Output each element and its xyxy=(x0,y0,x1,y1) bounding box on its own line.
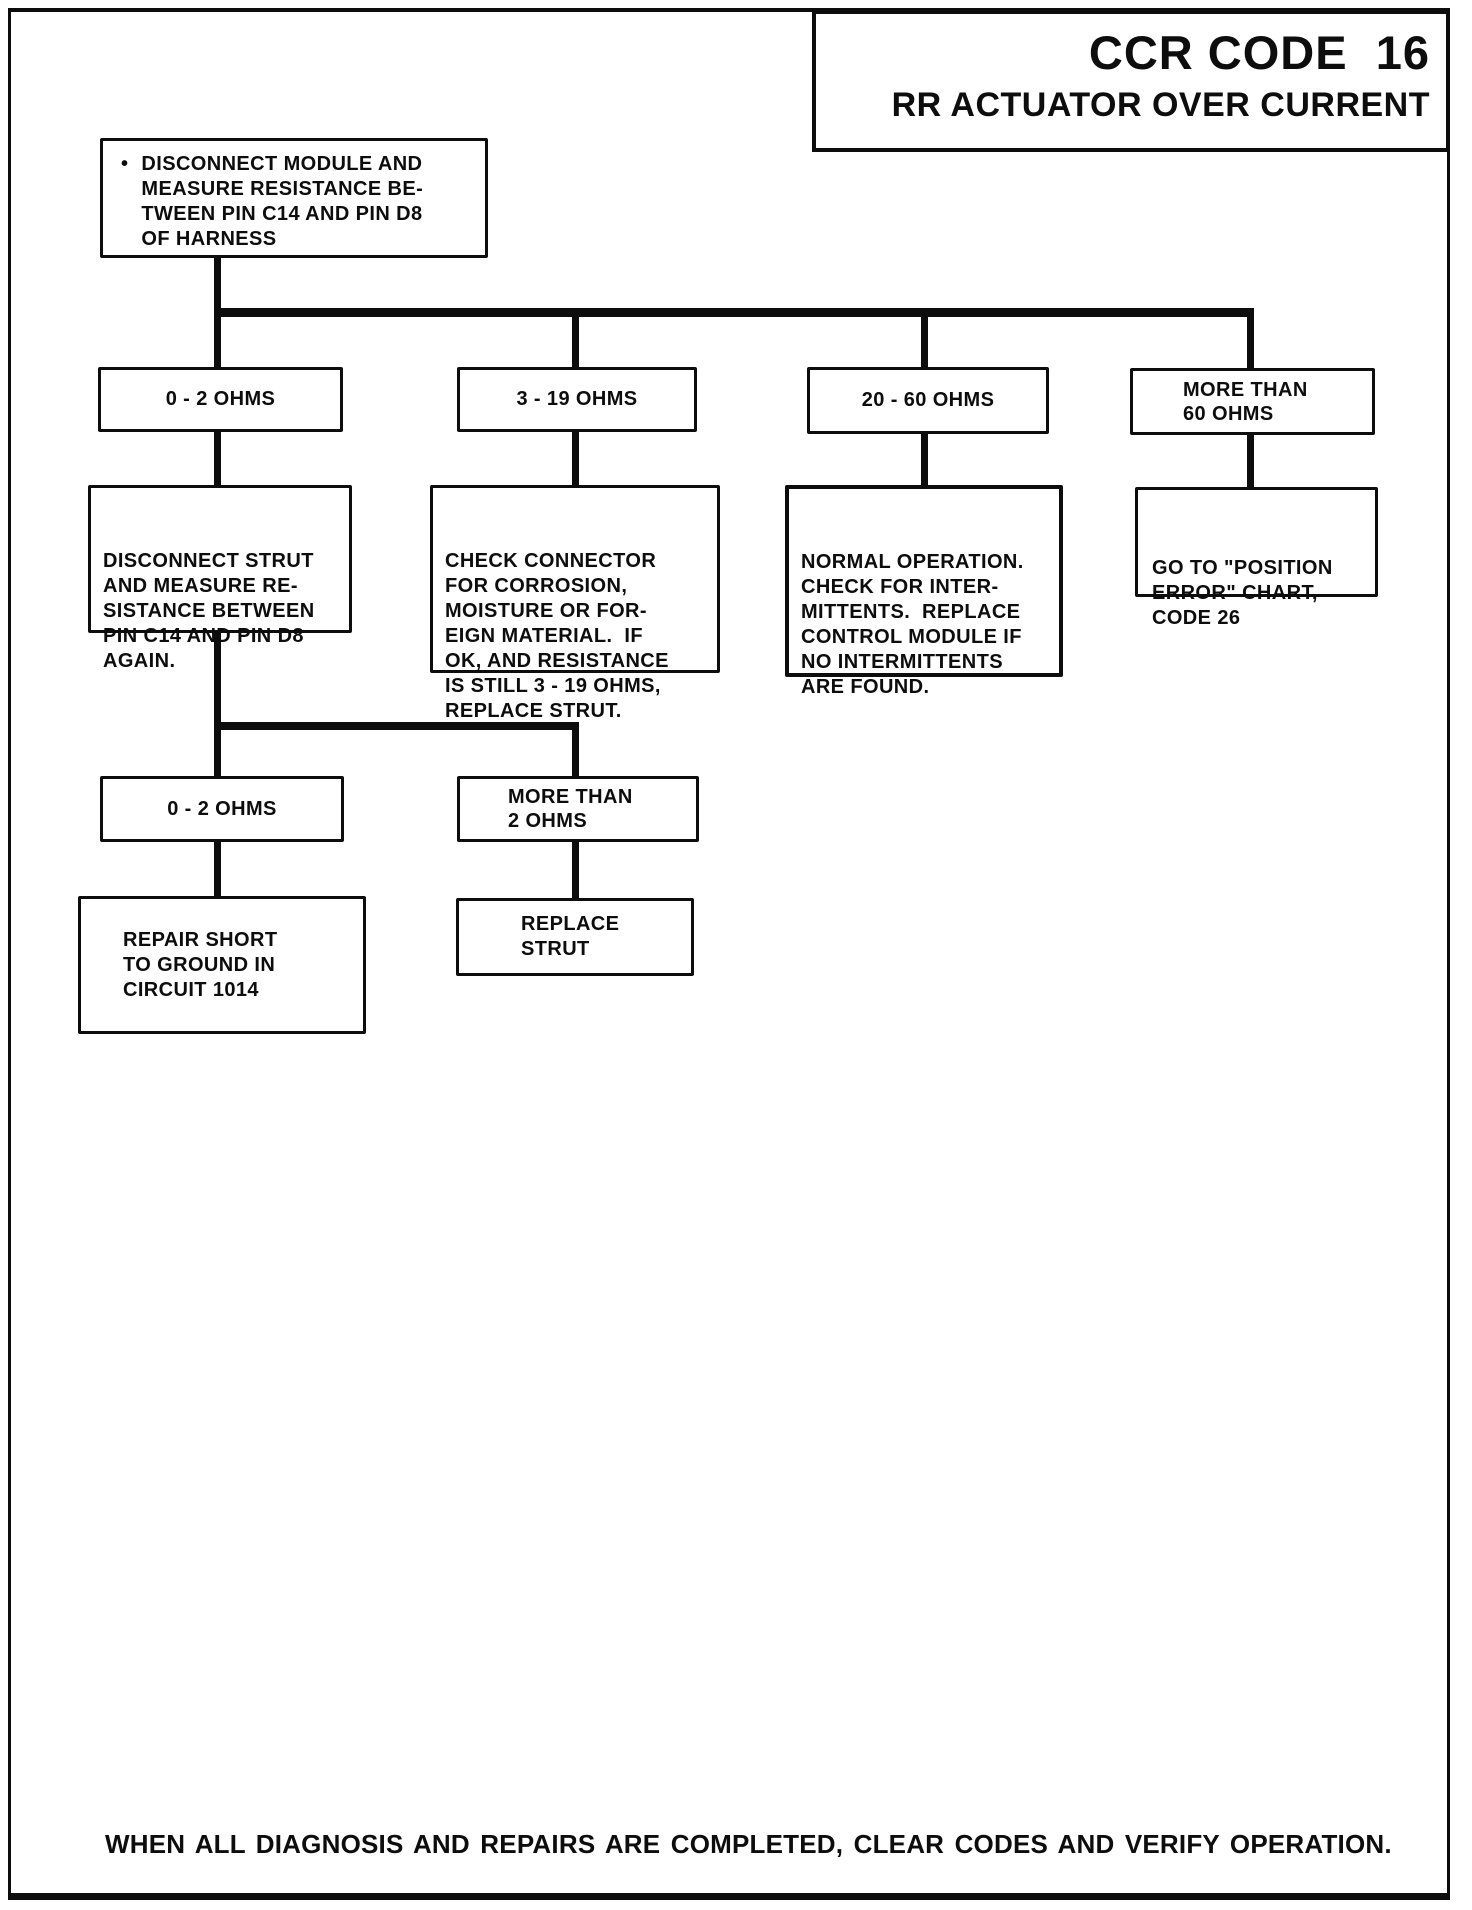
footer-note: WHEN ALL DIAGNOSIS AND REPAIRS ARE COMPL… xyxy=(105,1829,1392,1859)
connector-retest-stem xyxy=(214,630,221,730)
connector-drop-1 xyxy=(214,308,221,370)
connector-sub-drop-1 xyxy=(214,722,221,779)
connector-branch3-stem xyxy=(921,430,928,488)
flow-node-branch-3-19-ohms: 3 - 19 OHMS xyxy=(457,367,697,432)
branch-label: MORE THAN 2 OHMS xyxy=(508,786,633,832)
connector-drop-2 xyxy=(572,308,579,370)
flow-node-replace-strut: REPLACE STRUT xyxy=(456,898,694,976)
page-subtitle: RR ACTUATOR OVER CURRENT xyxy=(891,86,1430,124)
action-text: GO TO "POSITION ERROR" CHART, CODE 26 xyxy=(1152,557,1333,629)
flow-node-repair-short: REPAIR SHORT TO GROUND IN CIRCUIT 1014 xyxy=(78,896,366,1034)
connector-sub-bar xyxy=(214,722,579,730)
action-text: REPAIR SHORT TO GROUND IN CIRCUIT 1014 xyxy=(123,928,278,1001)
action-text: NORMAL OPERATION. CHECK FOR INTER- MITTE… xyxy=(801,551,1024,698)
connector-subbranch1-stem xyxy=(214,840,221,898)
flow-node-disconnect-strut: DISCONNECT STRUT AND MEASURE RE- SISTANC… xyxy=(88,485,352,672)
connector-drop-3 xyxy=(921,308,928,370)
branch-label: 3 - 19 OHMS xyxy=(516,388,638,410)
action-text: CHECK CONNECTOR FOR CORROSION, MOISTURE … xyxy=(445,550,669,722)
flow-node-branch-more-than-60-ohms: MORE THAN 60 OHMS xyxy=(1130,368,1375,435)
flow-node-branch2-more-than-2-ohms: MORE THAN 2 OHMS xyxy=(457,776,699,842)
connector-branch4-stem xyxy=(1247,432,1254,490)
connector-branch2-stem xyxy=(572,429,579,488)
branch-label: 20 - 60 OHMS xyxy=(861,389,995,411)
flow-node-start: • DISCONNECT MODULE AND MEASURE RESISTAN… xyxy=(100,138,488,258)
flow-node-goto-position-error-chart: GO TO "POSITION ERROR" CHART, CODE 26 xyxy=(1135,487,1378,629)
connector-sub-drop-2 xyxy=(572,722,579,779)
connector-drop-4 xyxy=(1247,308,1254,371)
connector-start-stem xyxy=(214,254,221,314)
action-text: REPLACE STRUT xyxy=(521,913,620,960)
title-box: CCR CODE 16 RR ACTUATOR OVER CURRENT xyxy=(812,10,1450,152)
connector-branch1-stem xyxy=(214,429,221,488)
flow-node-branch2-0-2-ohms: 0 - 2 OHMS xyxy=(100,776,344,842)
flow-node-start-text: DISCONNECT MODULE AND MEASURE RESISTANCE… xyxy=(141,153,424,250)
connector-subbranch2-stem xyxy=(572,840,579,900)
branch-label: MORE THAN 60 OHMS xyxy=(1183,378,1308,425)
branch-label: 0 - 2 OHMS xyxy=(167,797,277,820)
page-border xyxy=(8,8,1450,1900)
flow-node-branch-20-60-ohms: 20 - 60 OHMS xyxy=(807,367,1049,434)
flow-node-branch-0-2-ohms: 0 - 2 OHMS xyxy=(98,367,343,432)
connector-trunk-bar xyxy=(214,308,1254,317)
page-title: CCR CODE 16 xyxy=(1088,26,1430,79)
branch-label: 0 - 2 OHMS xyxy=(165,388,276,410)
bullet-icon: • xyxy=(121,153,129,175)
flow-node-normal-operation: NORMAL OPERATION. CHECK FOR INTER- MITTE… xyxy=(785,485,1063,698)
flow-node-check-connector: CHECK CONNECTOR FOR CORROSION, MOISTURE … xyxy=(430,485,720,722)
action-text: DISCONNECT STRUT AND MEASURE RE- SISTANC… xyxy=(103,550,315,672)
